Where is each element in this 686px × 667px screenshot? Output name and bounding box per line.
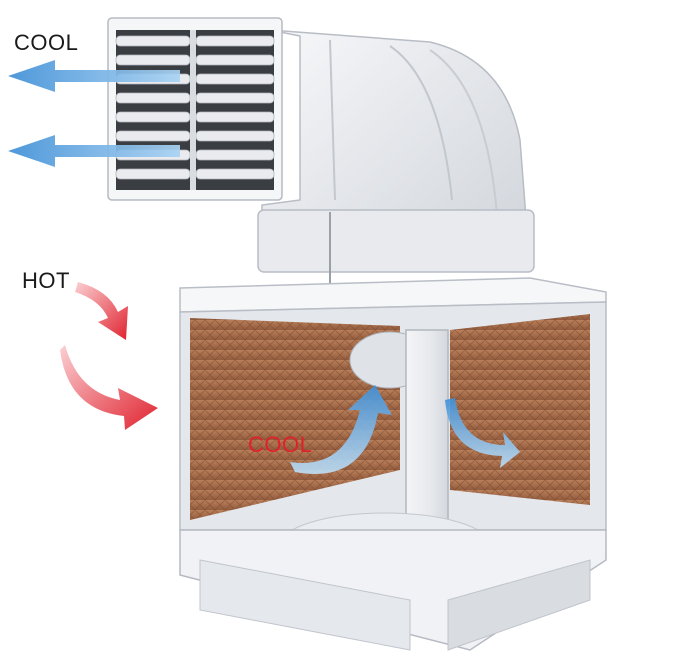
duct-elbow <box>257 29 535 290</box>
cool-inner-label: COOL <box>248 432 313 457</box>
cooler-cabinet <box>179 277 607 651</box>
cooling-pad-right <box>450 314 590 505</box>
inner-cool-flow-arrows <box>290 385 520 474</box>
hot-air-arrow-icon <box>75 282 128 340</box>
cool-air-arrow-icon <box>8 60 180 92</box>
air-outlet-vent <box>107 17 283 201</box>
cooling-pad-left <box>190 318 400 520</box>
hot-air-arrow-icon <box>60 345 158 430</box>
cool-air-outlet-arrows <box>8 60 180 167</box>
cool-air-arrow-icon <box>290 385 392 474</box>
cool-air-arrow-icon <box>445 398 520 468</box>
hot-intake-label: HOT <box>22 268 70 293</box>
hot-air-intake-arrows <box>60 282 158 430</box>
cool-air-arrow-icon <box>8 135 180 167</box>
cool-outlet-label: COOL <box>14 30 79 55</box>
